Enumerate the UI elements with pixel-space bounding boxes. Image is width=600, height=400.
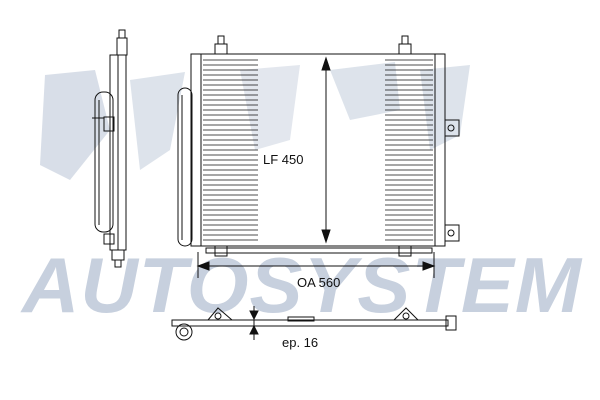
watermark-text: AUTOSYSTEM xyxy=(20,241,583,329)
condenser-core xyxy=(200,53,436,247)
bottom-view xyxy=(171,307,457,341)
mount-top-left xyxy=(214,43,228,55)
thickness-label: ep. 16 xyxy=(282,335,318,350)
bottom-view-mount-left xyxy=(207,307,233,321)
bottom-view-mount-right xyxy=(393,307,419,321)
condenser-fins xyxy=(203,59,433,241)
mount-top-right xyxy=(398,43,412,55)
side-view-bracket xyxy=(103,116,115,132)
receiver-drier xyxy=(177,87,193,247)
width-label: OA 560 xyxy=(297,275,340,290)
outlet-connector xyxy=(444,224,460,242)
bottom-view-connector xyxy=(445,315,457,331)
bottom-view-bracket xyxy=(287,316,315,322)
height-dimension xyxy=(321,56,331,244)
side-view-top-mount xyxy=(116,37,128,56)
thickness-dimension xyxy=(249,306,259,340)
bottom-view-core xyxy=(171,319,449,327)
watermark: AUTOSYSTEM xyxy=(20,62,583,329)
bottom-view-drier xyxy=(175,323,193,341)
height-label: LF 450 xyxy=(263,152,303,167)
front-view xyxy=(177,35,460,257)
side-view xyxy=(92,29,128,268)
mount-bottom-right xyxy=(398,245,412,257)
width-dimension xyxy=(196,252,436,278)
side-view-receiver-drier xyxy=(94,91,114,233)
mount-bottom-left xyxy=(214,245,228,257)
bottom-bracket xyxy=(205,247,433,254)
inlet-connector xyxy=(444,119,460,137)
